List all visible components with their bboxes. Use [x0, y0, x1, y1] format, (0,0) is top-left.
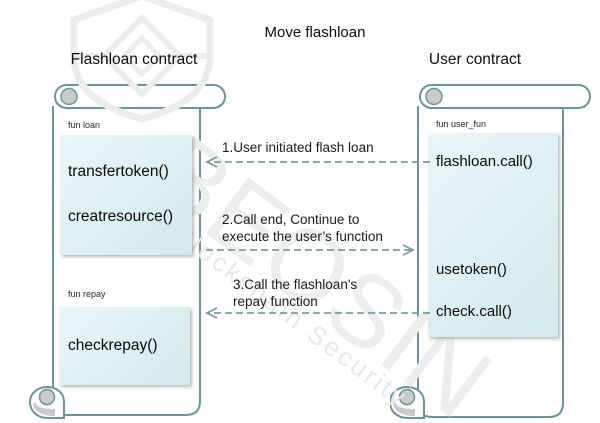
checkrepay-function: checkrepay() — [68, 337, 158, 354]
scroll-top-roll — [54, 84, 226, 109]
fun-repay-label: fun repay — [68, 289, 106, 299]
fun-user-fun-box — [428, 133, 558, 337]
arrow-2-label: 2.Call end, Continue to execute the user… — [222, 211, 383, 245]
fun-loan-box — [60, 135, 192, 255]
scroll-top-curl — [60, 87, 78, 106]
fun-loan-label: fun loan — [68, 120, 101, 130]
scroll-top-curl — [425, 87, 443, 106]
flashloan-call-function: flashloan.call() — [436, 153, 533, 170]
flashloan-contract-header: Flashloan contract — [70, 51, 198, 68]
arrow-2-call-end — [206, 244, 416, 256]
creatresource-function: creatresource() — [68, 208, 174, 225]
arrow-1-label: 1.User initiated flash loan — [222, 139, 374, 156]
fun-user-fun-label: fun user_fun — [436, 119, 487, 129]
arrow-3-label: 3.Call the flashloan's repay function — [233, 276, 357, 310]
arrow-2-label-line1: 2.Call end, Continue to — [222, 212, 360, 227]
page-title: Move flashloan — [264, 24, 366, 41]
arrow-3-label-line1: 3.Call the flashloan's — [233, 277, 358, 292]
transfertoken-function: transfertoken() — [68, 163, 169, 180]
check-call-function: check.call() — [436, 303, 512, 320]
arrow-2-label-line2: execute the user’s function — [222, 229, 383, 244]
arrow-1-label-line1: 1.User initiated flash loan — [222, 140, 374, 155]
usetoken-function: usetoken() — [436, 261, 507, 278]
arrow-3-label-line2: repay function — [233, 294, 318, 309]
fun-repay-box — [59, 307, 190, 385]
user-contract-header: User contract — [428, 51, 522, 68]
scroll-top-roll — [419, 84, 591, 109]
